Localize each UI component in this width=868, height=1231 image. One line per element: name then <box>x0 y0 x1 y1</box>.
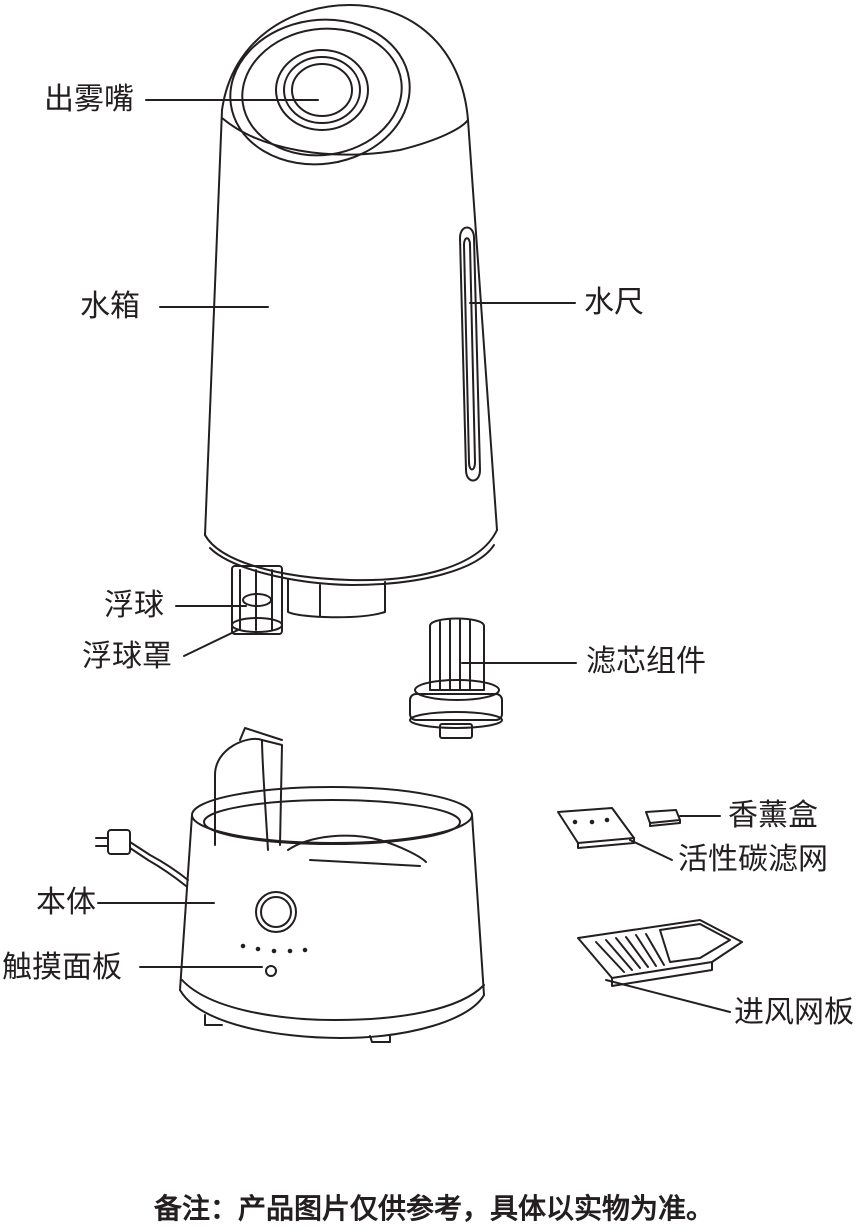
leader-lines <box>97 99 731 1013</box>
base-body-drawing <box>95 727 485 1043</box>
label-carbon-filter: 活性碳滤网 <box>678 842 828 877</box>
disclaimer-note: 备注：产品图片仅供参考，具体以实物为准。 <box>153 1192 714 1225</box>
label-air-inlet-mesh: 进风网板 <box>734 995 854 1030</box>
label-touch-panel: 触摸面板 <box>2 950 122 985</box>
aroma-box-drawing <box>645 809 681 827</box>
label-float-cover: 浮球罩 <box>82 639 172 674</box>
carbon-filter-drawing <box>557 807 635 849</box>
label-mist-outlet: 出雾嘴 <box>44 82 134 117</box>
label-base-body: 本体 <box>36 885 96 920</box>
label-water-gauge: 水尺 <box>584 285 644 320</box>
label-water-tank: 水箱 <box>80 289 140 324</box>
filter-assembly-drawing <box>409 617 503 739</box>
label-filter-assembly: 滤芯组件 <box>586 644 706 679</box>
label-float: 浮球 <box>104 588 164 623</box>
water-tank-drawing <box>204 4 498 586</box>
float-drawing <box>231 565 386 635</box>
air-inlet-mesh-drawing <box>577 919 743 987</box>
label-aroma-box: 香薰盒 <box>728 798 818 833</box>
